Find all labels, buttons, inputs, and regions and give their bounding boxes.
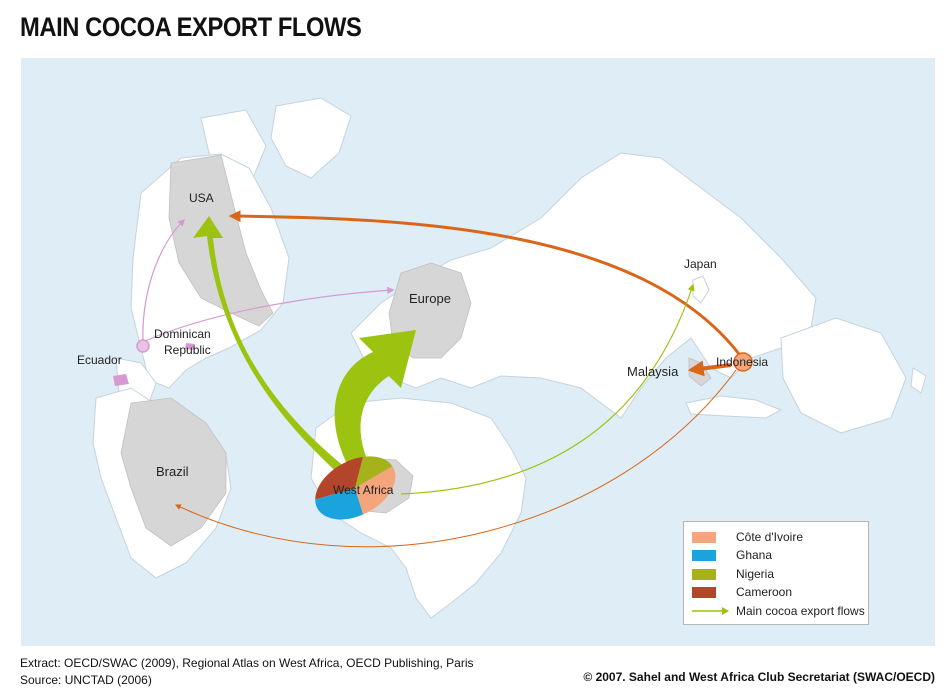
indonesia-islands-shape [685, 395, 783, 419]
ecuador-shape [113, 374, 129, 386]
usa-region-shape [168, 154, 274, 327]
flow-line-latin-america-europe [144, 286, 395, 342]
japan-shape [692, 275, 710, 304]
label-indonesia: Indonesia [716, 355, 768, 369]
label-malaysia: Malaysia [627, 364, 679, 379]
legend-label-cote-divoire: Côte d'Ivoire [736, 530, 803, 544]
indonesia-flows [174, 210, 741, 548]
label-brazil: Brazil [156, 464, 189, 479]
label-ecuador: Ecuador [77, 353, 122, 367]
pie-slice-ghana [315, 488, 364, 520]
flow-line-indonesia-malaysia [687, 360, 732, 377]
legend-box: Côte d'Ivoire Ghana Nigeria Cameroon Mai… [683, 521, 869, 625]
footer-copyright: © 2007. Sahel and West Africa Club Secre… [583, 670, 935, 684]
flow-arrow-west-africa-europe [334, 330, 416, 468]
legend-swatch-cameroon [692, 586, 716, 598]
australia-shape [780, 317, 907, 434]
pie-slice-nigeria [355, 456, 393, 488]
flow-arrow-west-africa-usa [193, 216, 351, 478]
label-dominican-republic-line1: Dominican [154, 327, 211, 341]
west-africa-flows [193, 216, 695, 495]
pie-slice-cote-divoire [355, 466, 396, 515]
world-map: USA Europe Japan Malaysia Indonesia Domi… [77, 97, 927, 619]
legend-swatch-cote-divoire [692, 531, 716, 543]
dominican-republic-marker [136, 339, 150, 353]
label-west-africa: West Africa [333, 483, 394, 497]
new-zealand-shape [910, 367, 927, 394]
place-labels: USA Europe Japan Malaysia Indonesia Domi… [77, 191, 768, 497]
brazil-shape [120, 397, 227, 547]
label-usa: USA [189, 191, 214, 205]
indonesia-marker [733, 352, 753, 372]
legend-item-ghana: Ghana [692, 548, 772, 562]
legend-item-nigeria: Nigeria [692, 567, 774, 581]
legend-swatch-nigeria [692, 568, 716, 580]
map-panel: USA Europe Japan Malaysia Indonesia Domi… [21, 58, 935, 646]
label-europe: Europe [409, 291, 451, 306]
legend-label-flows: Main cocoa export flows [736, 604, 865, 618]
label-japan: Japan [684, 257, 717, 271]
legend-item-flows: Main cocoa export flows [692, 604, 865, 618]
latin-america-flows [142, 218, 395, 345]
footer-source: Source: UNCTAD (2006) [20, 673, 152, 687]
flow-line-west-africa-japan [400, 283, 695, 495]
legend-item-cameroon: Cameroon [692, 585, 792, 599]
flow-line-indonesia-usa [228, 210, 741, 355]
label-dominican-republic-line2: Republic [164, 343, 211, 357]
legend-item-cote-divoire: Côte d'Ivoire [692, 530, 803, 544]
legend-label-cameroon: Cameroon [736, 585, 793, 599]
flow-line-latin-america-usa [142, 218, 186, 345]
pie-slice-cameroon [315, 456, 363, 500]
legend-label-nigeria: Nigeria [736, 567, 775, 581]
legend-flow-arrow-icon [692, 607, 729, 615]
west-africa-pie [315, 456, 396, 520]
dominican-republic-shape [185, 343, 195, 350]
greenland-shape [270, 97, 352, 179]
flow-line-indonesia-brazil [174, 369, 737, 548]
legend-label-ghana: Ghana [736, 548, 773, 562]
legend-swatch-ghana [692, 549, 716, 561]
footer-extract: Extract: OECD/SWAC (2009), Regional Atla… [20, 656, 474, 670]
page-title: MAIN COCOA EXPORT FLOWS [20, 12, 362, 42]
